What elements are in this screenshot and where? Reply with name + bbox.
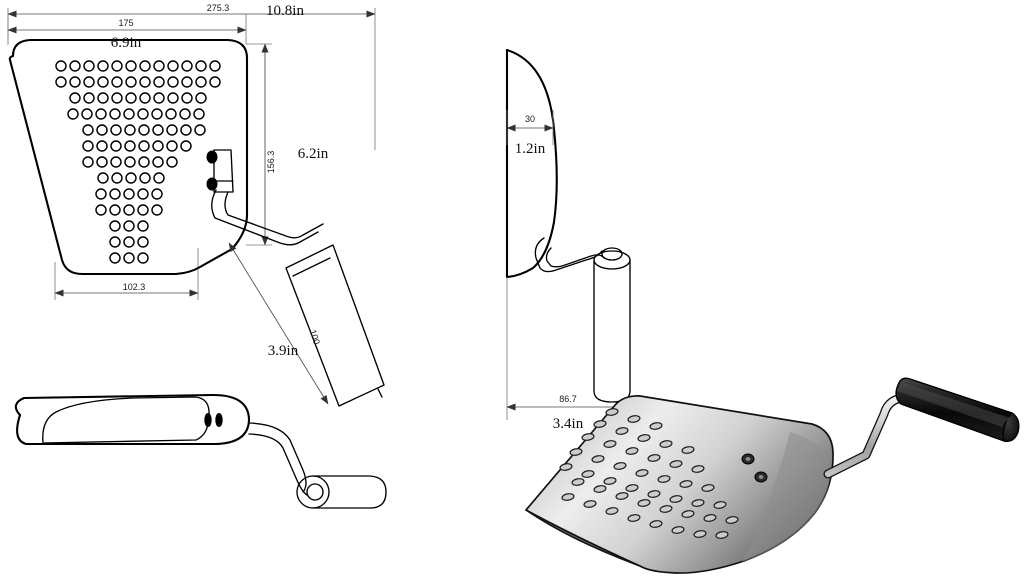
dim-label-top-width-imperial: 6.9in xyxy=(111,35,142,51)
dim-label-blade-depth-metric: 30 xyxy=(525,114,535,124)
bracket-rivet xyxy=(206,177,218,191)
iso-rod xyxy=(823,393,907,479)
mounting-bracket xyxy=(206,149,234,193)
dim-label-blade-depth-imperial: 1.2in xyxy=(515,141,546,157)
dim-top-width xyxy=(7,14,247,45)
dim-bottom-width xyxy=(54,248,199,300)
dim-label-grip-length-imperial: 3.9in xyxy=(268,343,299,359)
dim-blade-depth xyxy=(506,110,554,145)
side-view-group xyxy=(505,48,631,420)
dim-label-overall-width-imperial: 10.8in xyxy=(266,3,304,19)
grip-front xyxy=(285,244,385,407)
iso-grip xyxy=(895,377,1020,442)
front-view-group xyxy=(7,8,385,407)
perforation-grid xyxy=(55,60,221,264)
dim-label-height-imperial: 6.2in xyxy=(298,146,329,162)
dim-grip-length xyxy=(228,242,329,405)
dim-label-height-metric: 156.3 xyxy=(266,151,276,174)
isometric-view-group xyxy=(525,377,1020,574)
side-blade-outline xyxy=(505,48,558,279)
iso-perforation-grid xyxy=(559,408,739,539)
bracket-rivet xyxy=(206,150,218,164)
iso-rivets xyxy=(741,453,768,483)
dim-overall-height xyxy=(246,43,272,246)
top-view-rivet xyxy=(204,413,212,427)
dim-label-side-width-imperial: 3.4in xyxy=(553,416,584,432)
top-view-outline xyxy=(14,393,251,446)
dim-label-overall-width-metric: 275.3 xyxy=(207,3,230,13)
dim-label-grip-length-metric: 100 xyxy=(308,328,322,345)
dim-label-bottom-width-metric: 102.3 xyxy=(123,282,146,292)
dim-label-top-width-metric: 175 xyxy=(118,18,133,28)
top-view-grip xyxy=(296,475,387,509)
top-view-rivet xyxy=(215,413,223,427)
top-view-rod xyxy=(248,422,308,496)
top-view-group xyxy=(14,393,387,509)
dim-label-side-width-metric: 86.7 xyxy=(559,394,577,404)
scoop-body-outline xyxy=(8,38,249,276)
side-grip xyxy=(593,247,631,403)
rod-handle-front xyxy=(211,189,324,246)
